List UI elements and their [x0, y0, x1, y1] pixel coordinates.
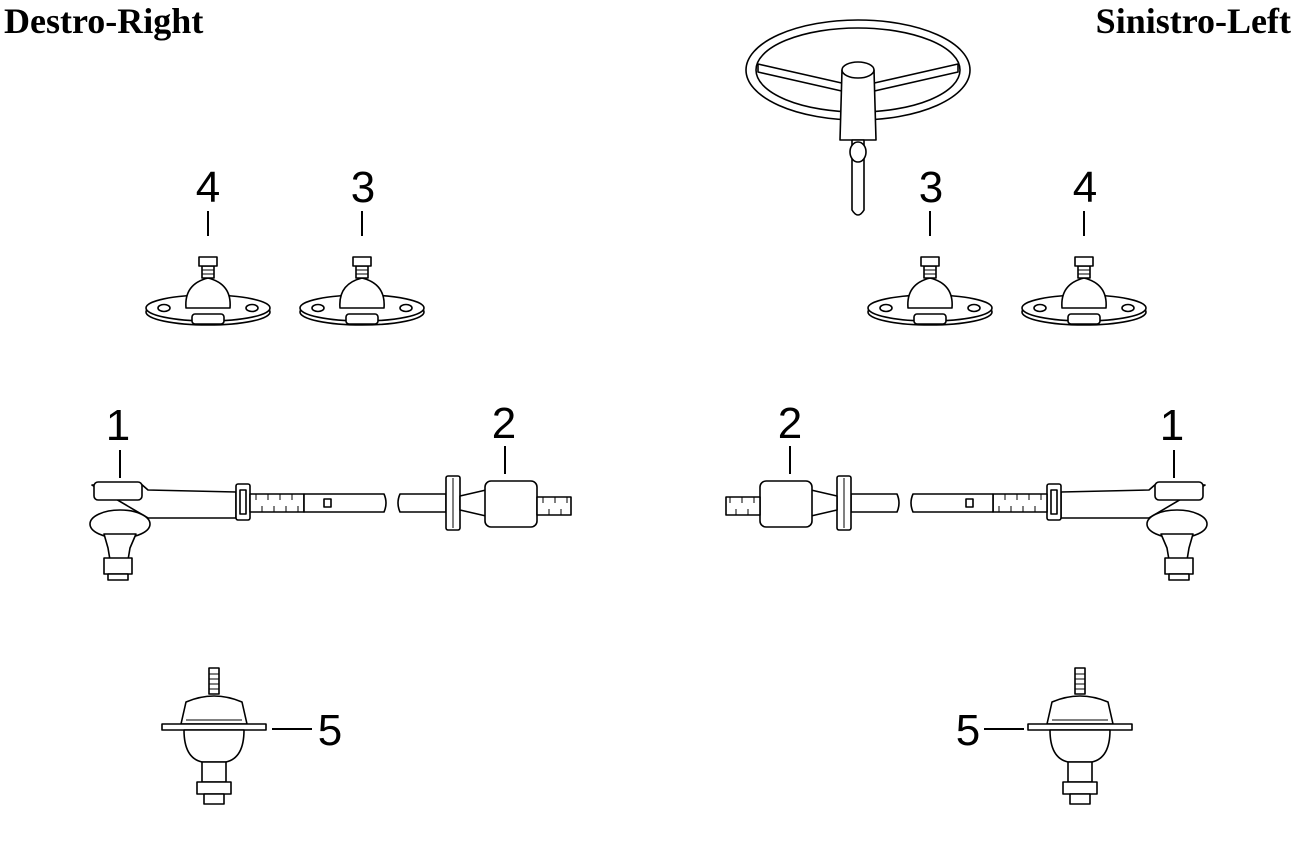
ball-joint-left	[1027, 667, 1133, 805]
ball-joint-right	[161, 667, 267, 805]
callout-4-right: 4	[196, 163, 220, 212]
mount-plate-3-left	[867, 256, 993, 326]
right-side-group: 4 3	[89, 163, 572, 805]
tie-rod-assembly-right	[89, 475, 572, 581]
mount-plate-3-right	[299, 256, 425, 326]
callout-2-left: 2	[778, 399, 802, 448]
mount-plate-4-right	[145, 256, 271, 326]
title-right-side: Destro-Right	[4, 1, 204, 41]
callout-3-left: 3	[919, 163, 943, 212]
callout-3-right: 3	[351, 163, 375, 212]
callout-1-right: 1	[106, 401, 130, 450]
callout-1-left: 1	[1160, 401, 1184, 450]
callout-4-left: 4	[1073, 163, 1097, 212]
callout-2-right: 2	[492, 399, 516, 448]
left-side-group: 3 4 2 1	[725, 19, 1208, 805]
mount-plate-4-left	[1021, 256, 1147, 326]
tie-rod-assembly-left	[725, 475, 1208, 581]
callout-5-left: 5	[956, 706, 980, 755]
title-left-side: Sinistro-Left	[1095, 1, 1291, 41]
callout-5-right: 5	[318, 706, 342, 755]
